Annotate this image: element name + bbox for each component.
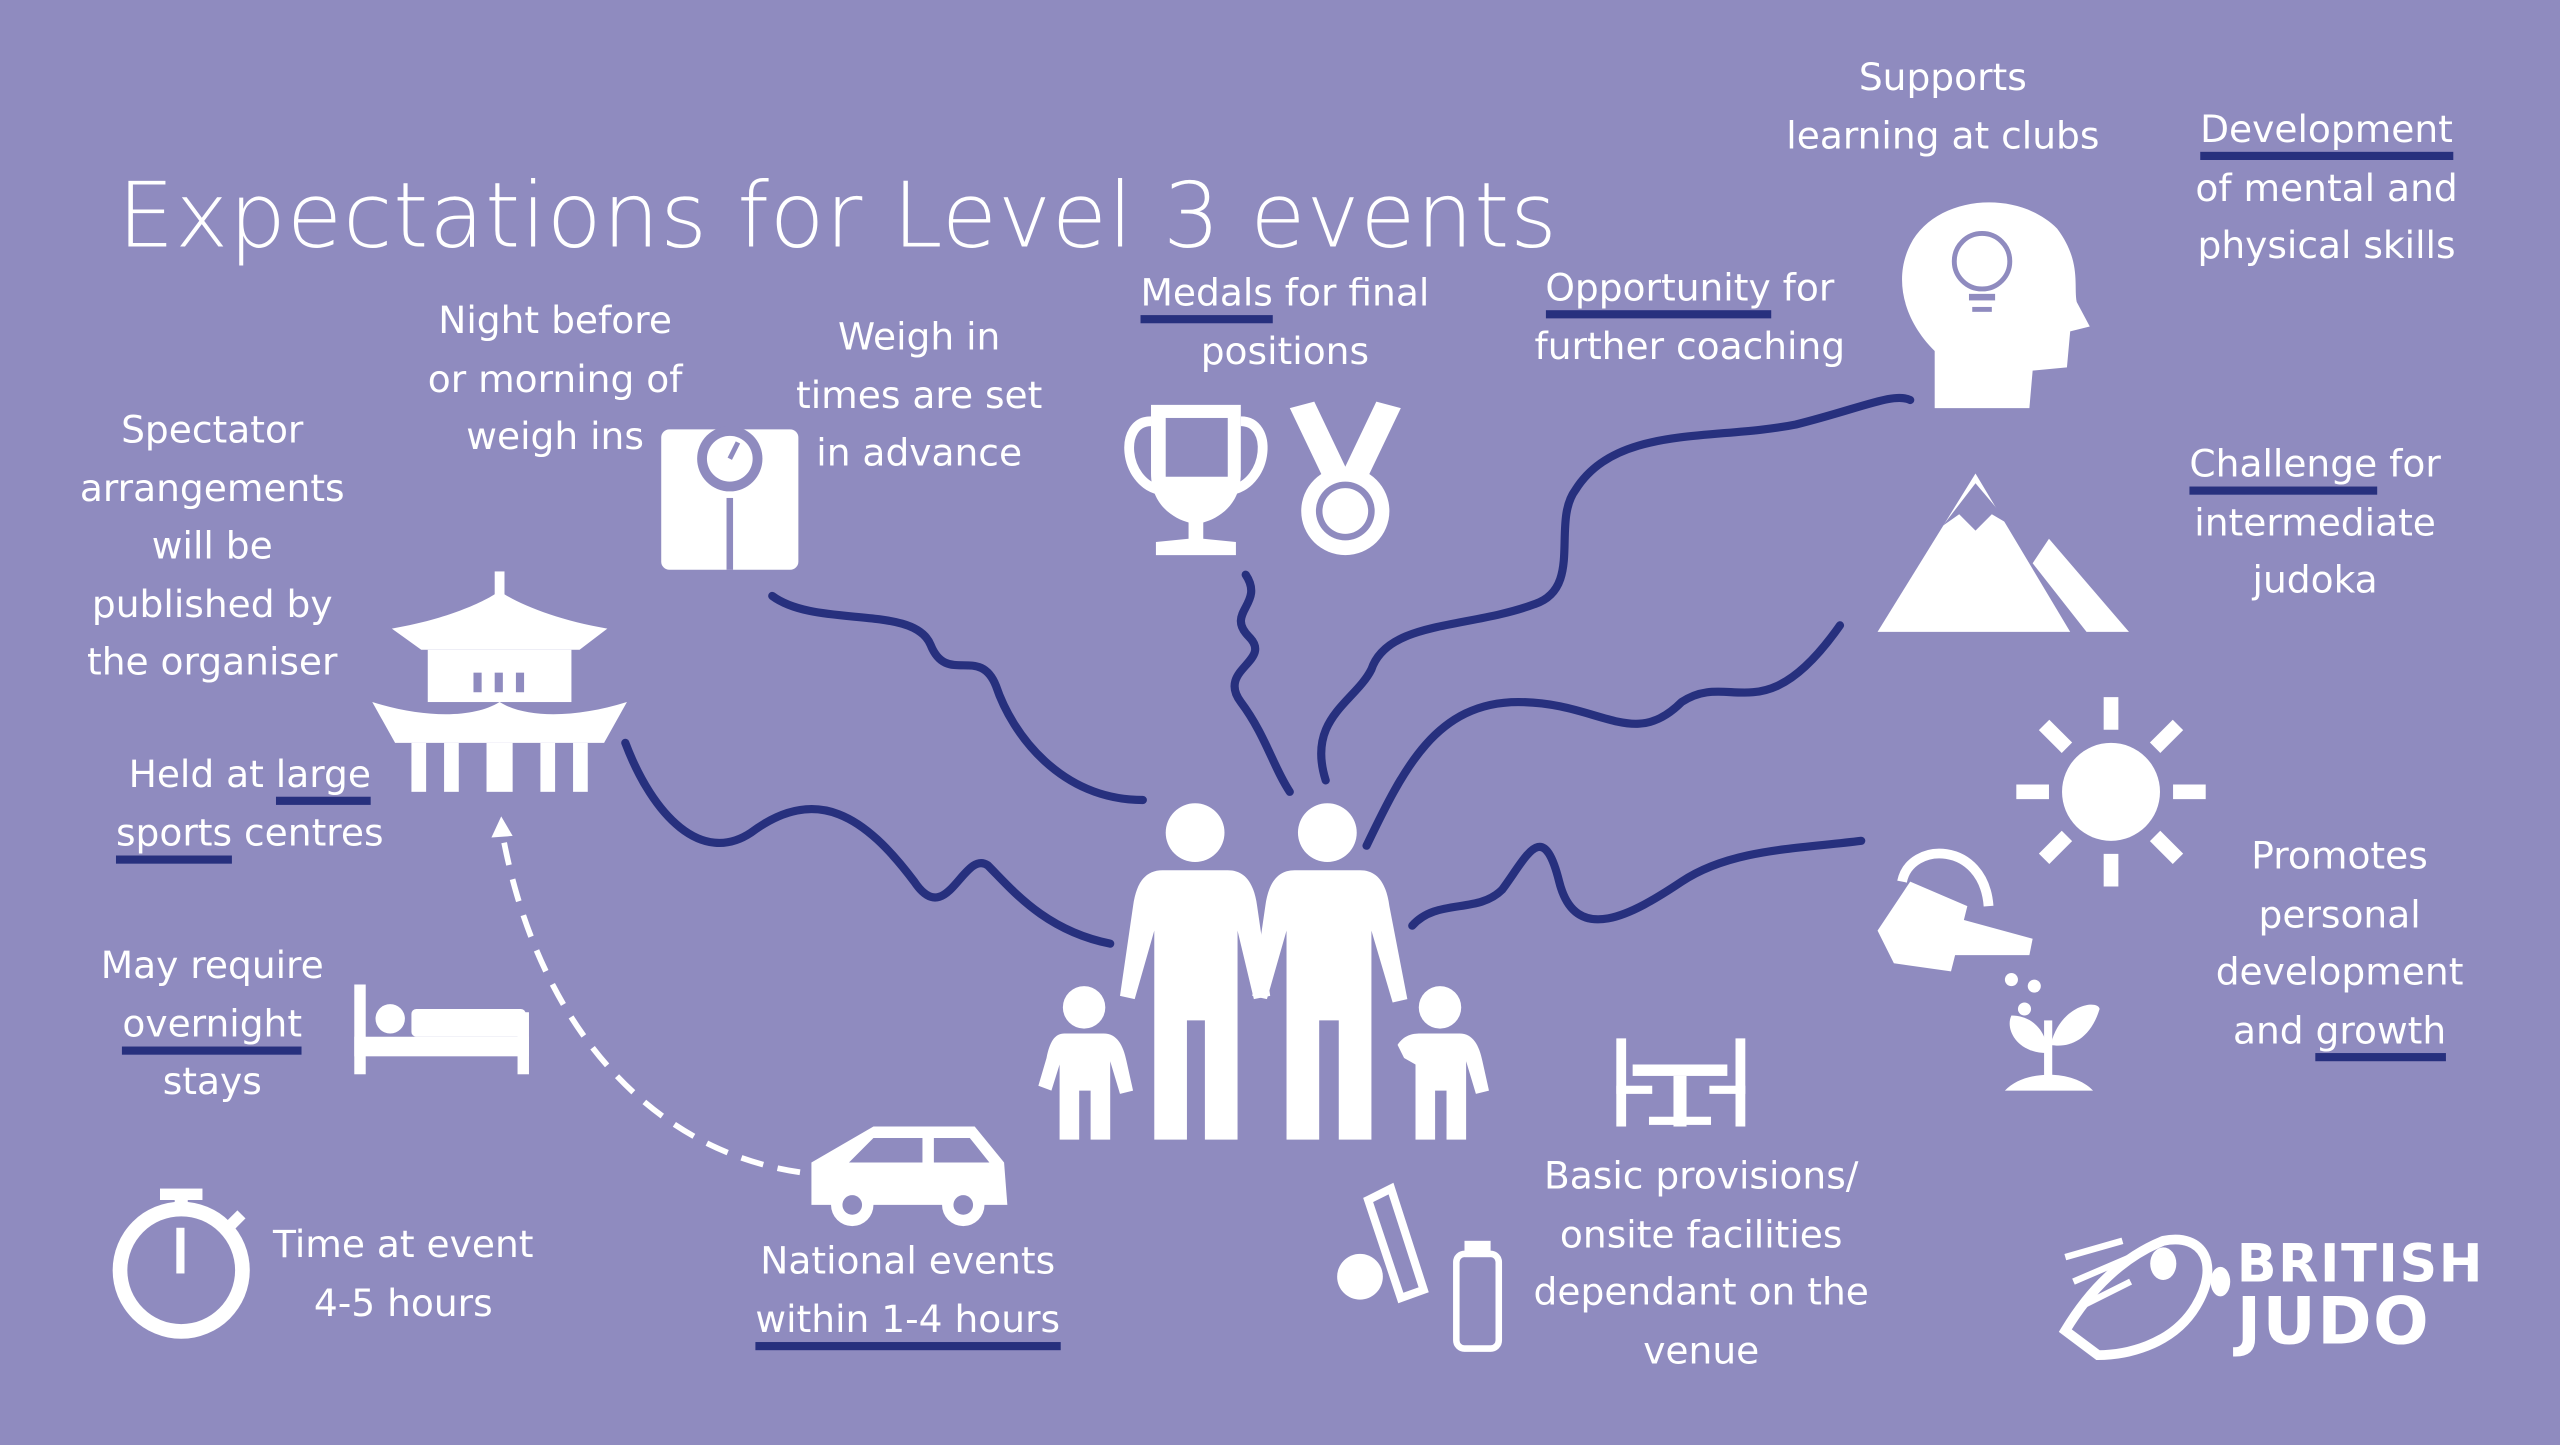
- note-line: the organiser: [86, 641, 338, 685]
- note-spectator: Spectator arrangements will be published…: [80, 403, 345, 693]
- note-line: Time at event: [273, 1224, 534, 1267]
- note-line: venue: [1643, 1329, 1760, 1373]
- note-line: May require: [100, 945, 324, 988]
- underlined-word: overnight: [122, 1003, 302, 1054]
- note-time-at-event: Time at event 4-5 hours: [273, 1218, 533, 1334]
- note-line: onsite facilities: [1559, 1213, 1843, 1257]
- mountain-icon: [1877, 473, 2129, 632]
- underlined-word: Medals: [1140, 272, 1273, 324]
- note-line: Night before: [438, 300, 672, 343]
- logo-text: BRITISH: [2236, 1232, 2485, 1295]
- family-icon: [1038, 803, 1489, 1140]
- car-icon: [811, 1126, 1008, 1227]
- picnic-table-icon: [1616, 1038, 1746, 1127]
- lightbulb-head-icon: [1902, 202, 2090, 409]
- note-line: learning at clubs: [1786, 115, 2100, 158]
- note-line: arrangements: [79, 467, 345, 511]
- note-line: will be: [151, 525, 273, 569]
- note-line: further coaching: [1534, 325, 1846, 369]
- note-line: positions: [1200, 330, 1370, 374]
- note-line: Promotes: [2251, 835, 2428, 879]
- underlined-word: sports: [115, 812, 233, 863]
- trophy-icon: [1124, 404, 1268, 556]
- note-text: for: [1770, 267, 1835, 311]
- note-national-events: National events within 1-4 hours: [755, 1234, 1061, 1350]
- note-challenge: Challenge for intermediate judoka: [2189, 438, 2441, 612]
- underlined-word: large: [275, 754, 371, 805]
- note-text: and: [2232, 1009, 2316, 1053]
- note-line: Spectator: [121, 409, 304, 453]
- plant-icon: [2004, 1004, 2100, 1091]
- note-line: in advance: [816, 432, 1023, 476]
- note-held-at: Held at large sports centres: [115, 748, 384, 864]
- note-opportunity: Opportunity for further coaching: [1534, 261, 1845, 377]
- note-line: Supports: [1858, 57, 2027, 100]
- note-overnight: May require overnight stays: [101, 939, 324, 1113]
- note-line: published by: [91, 583, 333, 627]
- connector-challenge: [1362, 621, 1845, 850]
- page-title: Expectations for Level 3 events: [117, 163, 1558, 268]
- note-line: Basic provisions/: [1543, 1155, 1859, 1199]
- note-line: of mental and: [2195, 167, 2458, 210]
- note-line: judoka: [2252, 559, 2378, 603]
- note-line: personal: [2258, 893, 2421, 937]
- note-night-before: Night before or morning of weigh ins: [428, 294, 683, 468]
- note-line: weigh ins: [466, 416, 644, 459]
- note-line: Weigh in: [838, 316, 1001, 360]
- note-line: 4-5 hours: [313, 1282, 493, 1325]
- connector-weigh: [768, 591, 1147, 805]
- bed-icon: [354, 984, 529, 1075]
- note-text: centres: [232, 812, 384, 855]
- note-provisions: Basic provisions/ onsite facilities depe…: [1534, 1149, 1869, 1381]
- note-line: stays: [162, 1061, 262, 1104]
- british-judo-logo-mark: [2058, 1234, 2231, 1360]
- underlined-word: Challenge: [2189, 444, 2378, 495]
- underlined-word: Opportunity: [1545, 267, 1771, 319]
- food-drink-icon: [1337, 1182, 1503, 1352]
- scales-icon: [661, 426, 799, 570]
- note-text: Held at: [128, 754, 276, 797]
- british-judo-logo: BRITISH JUDO: [2236, 1232, 2485, 1360]
- note-line: intermediate: [2194, 502, 2436, 545]
- underlined-word: within 1-4 hours: [755, 1298, 1061, 1350]
- arrow-head-icon: [491, 816, 513, 838]
- connector-coaching: [1317, 393, 1915, 785]
- connector-medals: [1230, 570, 1294, 796]
- note-medals: Medals for final positions: [1140, 266, 1430, 382]
- note-line: dependant on the: [1533, 1271, 1869, 1315]
- note-text: for final: [1272, 272, 1430, 316]
- note-supports-learning: Supports learning at clubs: [1786, 51, 2099, 167]
- medal-icon: [1289, 401, 1401, 556]
- connector-growth: [1408, 836, 1866, 930]
- sun-icon: [2016, 697, 2206, 887]
- note-text: for: [2377, 444, 2441, 487]
- underlined-word: Development: [2200, 109, 2453, 160]
- connector-pagoda: [621, 738, 1115, 948]
- stopwatch-icon: [112, 1188, 250, 1339]
- underlined-word: growth: [2315, 1009, 2447, 1061]
- note-line: physical skills: [2197, 225, 2456, 268]
- note-weigh-in: Weigh in times are set in advance: [796, 310, 1042, 484]
- note-line: development: [2215, 951, 2464, 995]
- watering-can-icon: [1877, 848, 2041, 1016]
- logo-text: JUDO: [2236, 1284, 2431, 1360]
- note-line: National events: [760, 1240, 1056, 1284]
- connector-lines: [621, 393, 1915, 948]
- note-development: Development of mental and physical skill…: [2195, 103, 2458, 277]
- note-line: or morning of: [427, 358, 683, 401]
- dashed-travel-arrow: [500, 835, 801, 1176]
- note-promotes: Promotes personal development and growth: [2215, 829, 2464, 1061]
- note-line: times are set: [795, 374, 1043, 418]
- pagoda-icon: [372, 571, 627, 792]
